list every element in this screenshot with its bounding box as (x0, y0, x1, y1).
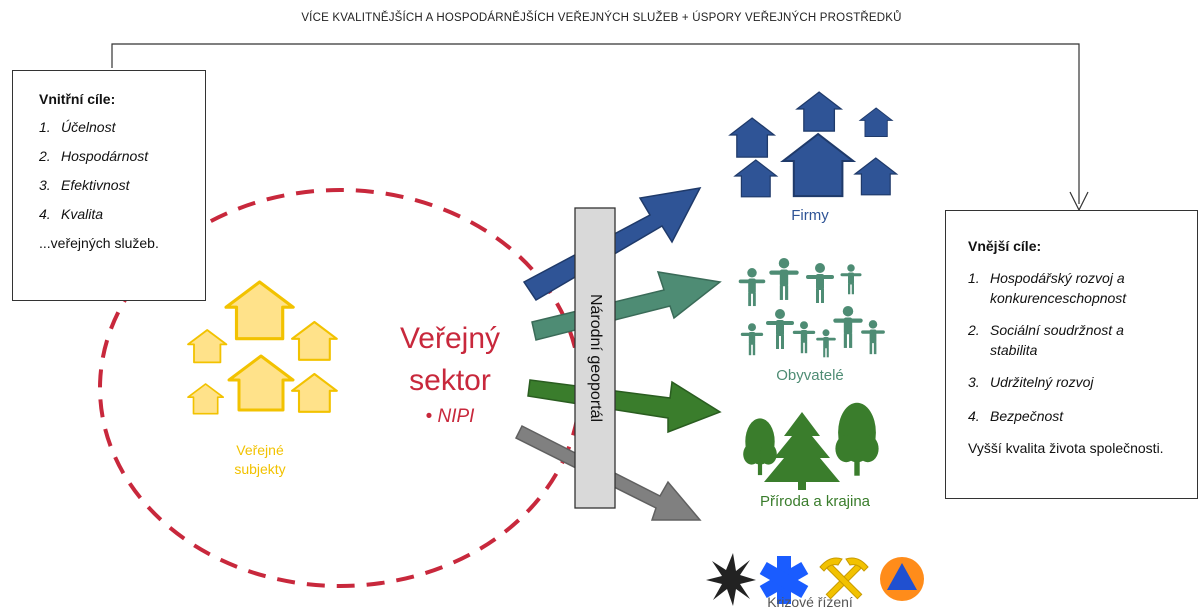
residents-label: Obyvatelé (776, 367, 844, 384)
public-sector-title: Veřejný (399, 322, 501, 355)
crossed-pickaxes-icon (819, 557, 869, 600)
nipi-label: • NIPI (425, 406, 475, 427)
external-goals-list: 1.Hospodářský rozvoj a konkurenceschopno… (968, 268, 1183, 426)
firms-label: Firmy (791, 207, 829, 224)
top-banner: VÍCE KVALITNĚJŠÍCH A HOSPODÁRNĚJŠÍCH VEŘ… (301, 12, 902, 24)
geoportal-bar (574, 207, 616, 509)
list-item: 1.Účelnost (39, 119, 116, 135)
external-goals-box: Vnější cíle: 1.Hospodářský rozvoj a konk… (945, 210, 1198, 499)
crisis-icons (706, 553, 924, 606)
firms-houses-icon (729, 91, 898, 198)
internal-goals-footer: ...veřejných služeb. (39, 235, 159, 251)
external-goals-title: Vnější cíle: (968, 238, 1042, 254)
public-subjects-label-1: Veřejné (236, 442, 284, 458)
list-item: 3.Udržitelný rozvoj (968, 374, 1094, 390)
list-item: 4.Kvalita (39, 206, 104, 222)
crisis-label: Krizové řízení (767, 594, 853, 610)
internal-goals-list: 1.Účelnost 2.Hospodárnost 3.Efektivnost … (39, 119, 205, 222)
star-of-life-icon (759, 556, 809, 604)
geoportal-label: Národní geoportál (587, 294, 604, 422)
list-item: 4.Bezpečnost (968, 408, 1064, 424)
list-item: 3.Efektivnost (39, 177, 130, 193)
public-subjects-houses-icon (187, 280, 338, 415)
feedback-connector-line (111, 43, 1080, 204)
nature-label: Příroda a krajina (759, 493, 871, 510)
list-item: 2.Sociální soudržnost a stabilita (968, 322, 1124, 358)
nature-trees-icon (743, 402, 879, 490)
public-subjects-label-2: subjekty (234, 461, 286, 477)
arrow-to-nature (527, 379, 722, 434)
list-item: 2.Hospodárnost (39, 148, 149, 164)
list-item: 1.Hospodářský rozvoj a konkurenceschopno… (968, 270, 1127, 306)
civil-protection-icon (880, 557, 924, 601)
internal-goals-title: Vnitřní cíle: (39, 91, 116, 107)
external-goals-footer: Vyšší kvalita života společnosti. (968, 440, 1164, 456)
internal-goals-box: Vnitřní cíle: 1.Účelnost 2.Hospodárnost … (12, 70, 206, 301)
explosion-icon (706, 553, 756, 606)
residents-people-icon (738, 257, 885, 358)
public-sector-subtitle: sektor (409, 364, 491, 397)
